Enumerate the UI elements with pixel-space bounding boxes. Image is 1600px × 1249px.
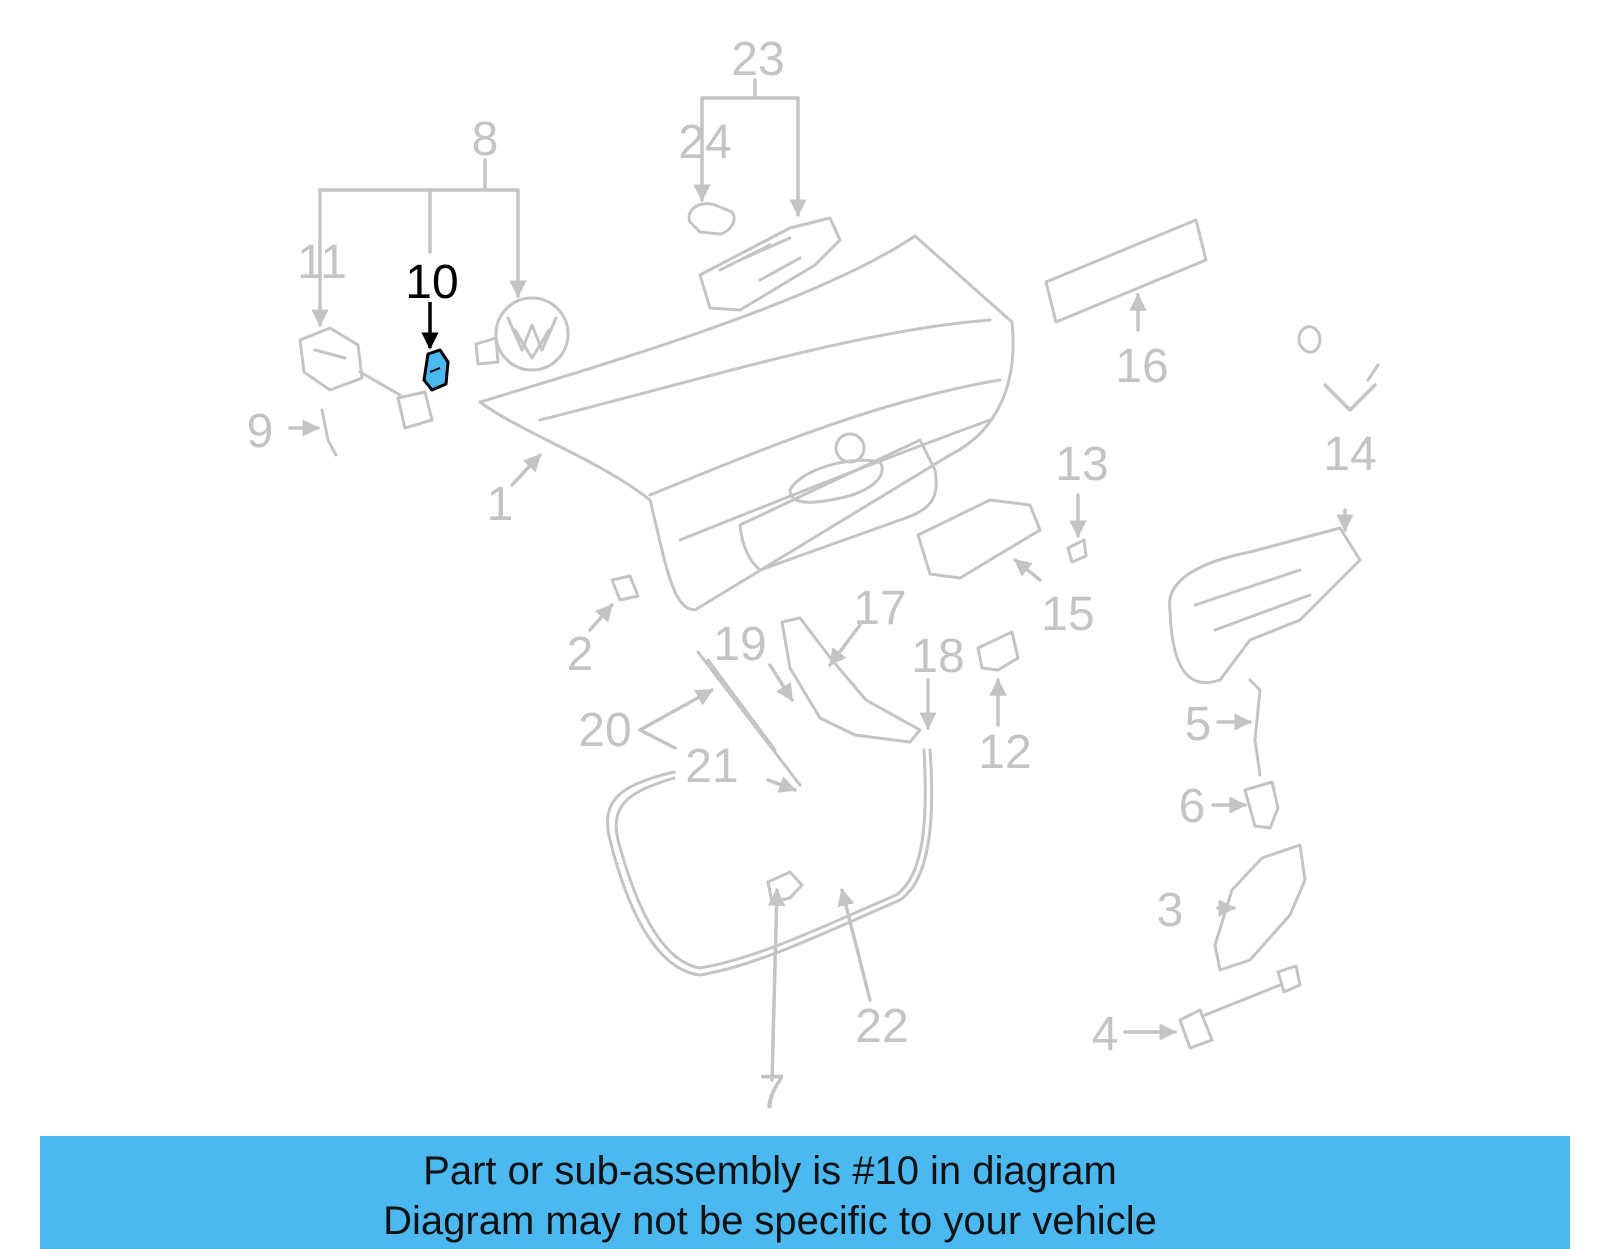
highlighted-part-10 (422, 348, 450, 392)
bumper-stop (976, 630, 1020, 672)
lock-latch (1168, 325, 1380, 685)
callout-1: 1 (487, 478, 514, 531)
callout-10: 10 (405, 256, 458, 309)
banner-line-disclaimer: Diagram may not be specific to your vehi… (383, 1199, 1157, 1243)
info-banner: Part or sub-assembly is #10 in diagram D… (40, 1136, 1570, 1249)
callout-18: 18 (911, 630, 964, 683)
callout-2: 2 (567, 628, 594, 681)
banner-line-part: Part or sub-assembly is #10 in diagram (423, 1149, 1117, 1193)
trunk-latch (1213, 843, 1307, 972)
striker-lower (766, 870, 804, 904)
hinge (780, 616, 922, 744)
trunk-lid (478, 234, 1015, 612)
clip (1066, 538, 1088, 564)
callout-21: 21 (685, 740, 738, 793)
callout-11: 11 (297, 236, 347, 289)
parts-diagram: 1 2 3 4 5 6 7 8 9 10 11 12 13 14 15 16 1… (247, 33, 1380, 1110)
callout-22: 22 (855, 1000, 908, 1053)
callout-20: 20 (578, 704, 631, 757)
release-rod (1248, 678, 1262, 777)
trunk-light-housing (698, 216, 842, 312)
rod (320, 408, 338, 457)
callout-4: 4 (1092, 1008, 1119, 1061)
callout-17: 17 (853, 582, 906, 635)
callout-16: 16 (1115, 340, 1168, 393)
bolt (610, 574, 640, 602)
actuator (1178, 1008, 1214, 1050)
callout-labels: 1 2 3 4 5 6 7 8 9 10 11 12 13 14 15 16 1… (247, 33, 1377, 1110)
vw-emblem (474, 296, 570, 372)
bracket (1243, 780, 1280, 830)
callout-3: 3 (1157, 884, 1184, 937)
callout-5: 5 (1185, 698, 1212, 751)
callout-14: 14 (1323, 428, 1376, 481)
callout-15: 15 (1041, 588, 1094, 641)
callout-23: 23 (731, 33, 784, 86)
callout-7: 7 (759, 1066, 786, 1110)
bulb (687, 202, 736, 236)
leader-lines (288, 78, 1377, 1082)
license-strip (1044, 218, 1208, 324)
lock-cylinder (298, 326, 434, 430)
callout-19: 19 (713, 618, 766, 671)
callout-13: 13 (1055, 438, 1108, 491)
callout-6: 6 (1179, 780, 1206, 833)
striker (916, 498, 1042, 580)
callout-24: 24 (678, 116, 731, 169)
weatherstrip (606, 748, 934, 977)
callout-12: 12 (978, 726, 1031, 779)
callout-8: 8 (472, 113, 499, 166)
callout-9: 9 (247, 405, 274, 458)
gas-strut (696, 650, 802, 787)
